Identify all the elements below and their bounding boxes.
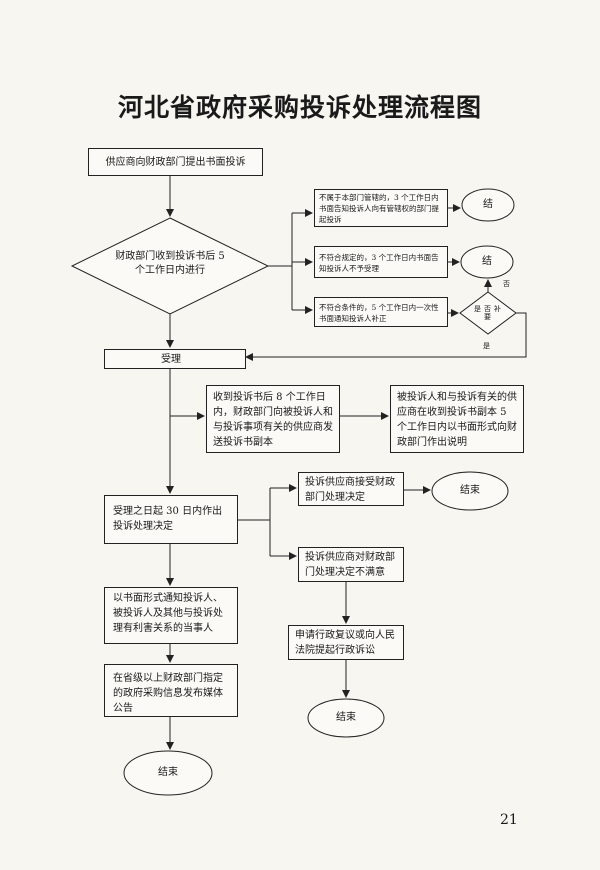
end-label-3: 结束 [460,485,480,496]
notify-box: 以书面形式通知投诉人、被投诉人及其他与投诉处理有利害关系的当事人 [104,587,238,644]
reject-decision-box: 投诉供应商对财政部门处理决定不满意 [298,547,404,582]
end-label-1: 结 [483,199,493,210]
no-label: 否 [503,280,510,288]
supplement-question: 是否补要 [474,305,504,321]
accept-box: 受理 [104,349,246,369]
publish-box: 在省级以上财政部门指定的政府采购信息发布媒体公告 [104,664,238,717]
end-label-2: 结 [482,256,492,267]
decision-box: 受理之日起 30 日内作出投诉处理决定 [104,495,238,544]
yes-label: 是 [483,342,490,350]
supplement-diamond [459,291,517,335]
end-ellipse-5 [123,750,213,796]
appeal-box: 申请行政复议或向人民法院提起行政诉讼 [288,625,404,660]
send-copy-box: 收到投诉书后 8 个工作日内，财政部门向被投诉人和与投诉事项有关的供应商发送投诉… [206,385,340,453]
incomplete-box: 不符合条件的，5 个工作日内一次性书面通知投诉人补正 [314,297,448,327]
review-diamond-label: 财政部门收到投诉书后 5 个工作日内进行 [115,251,225,276]
not-compliant-box: 不符合规定的，3 个工作日内书面告知投诉人不予受理 [314,246,448,278]
submit-complaint-box: 供应商向财政部门提出书面投诉 [88,148,263,176]
page-title: 河北省政府采购投诉处理流程图 [117,93,482,122]
page-number: 21 [500,812,518,828]
reply-box: 被投诉人和与投诉有关的供应商在收到投诉书副本 5 个工作日内以书面形式向财政部门… [390,385,524,453]
not-in-jurisdiction-box: 不属于本部门管辖的，3 个工作日内书面告知投诉人向有管辖权的部门提起投诉 [314,189,448,227]
end-ellipse-4 [307,698,385,738]
end-ellipse-2 [460,245,514,279]
accept-decision-box: 投诉供应商接受财政部门处理决定 [298,472,404,506]
end-ellipse-3 [431,471,509,511]
end-label-5: 结束 [158,767,178,778]
end-label-4: 结束 [336,712,356,723]
end-ellipse-1 [461,188,515,222]
